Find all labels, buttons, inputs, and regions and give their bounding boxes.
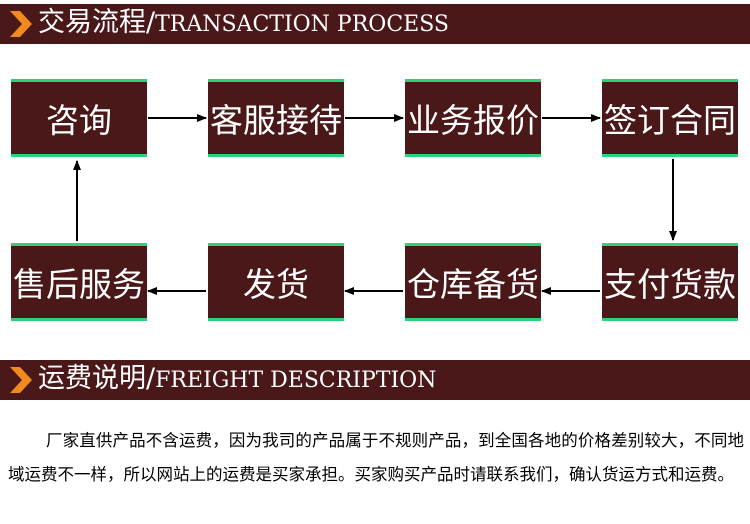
- transaction-process-title: 交易流程/TRANSACTION PROCESS: [38, 3, 449, 45]
- chevron-right-icon: [10, 11, 32, 37]
- chevron-right-icon: [10, 367, 32, 393]
- step-customer-service: 客服接待: [208, 79, 344, 157]
- step-after-sales: 售后服务: [11, 243, 147, 321]
- step-sign-contract: 签订合同: [602, 79, 738, 157]
- step-warehouse-prep: 仓库备货: [405, 243, 541, 321]
- step-consult: 咨询: [11, 79, 147, 157]
- title-en: TRANSACTION PROCESS: [155, 12, 449, 37]
- freight-description-title: 运费说明/FREIGHT DESCRIPTION: [38, 359, 436, 401]
- freight-description-header: 运费说明/FREIGHT DESCRIPTION: [0, 360, 750, 400]
- step-ship: 发货: [208, 243, 344, 321]
- step-payment: 支付货款: [602, 243, 738, 321]
- title-cn: 运费说明/: [38, 363, 156, 394]
- step-quotation: 业务报价: [405, 79, 541, 157]
- freight-description-text: 厂家直供产品不含运费，因为我司的产品属于不规则产品，到全国各地的价格差别较大，不…: [8, 431, 744, 484]
- title-en: FREIGHT DESCRIPTION: [155, 368, 437, 393]
- transaction-process-header: 交易流程/TRANSACTION PROCESS: [0, 4, 750, 44]
- title-cn: 交易流程/: [38, 7, 156, 38]
